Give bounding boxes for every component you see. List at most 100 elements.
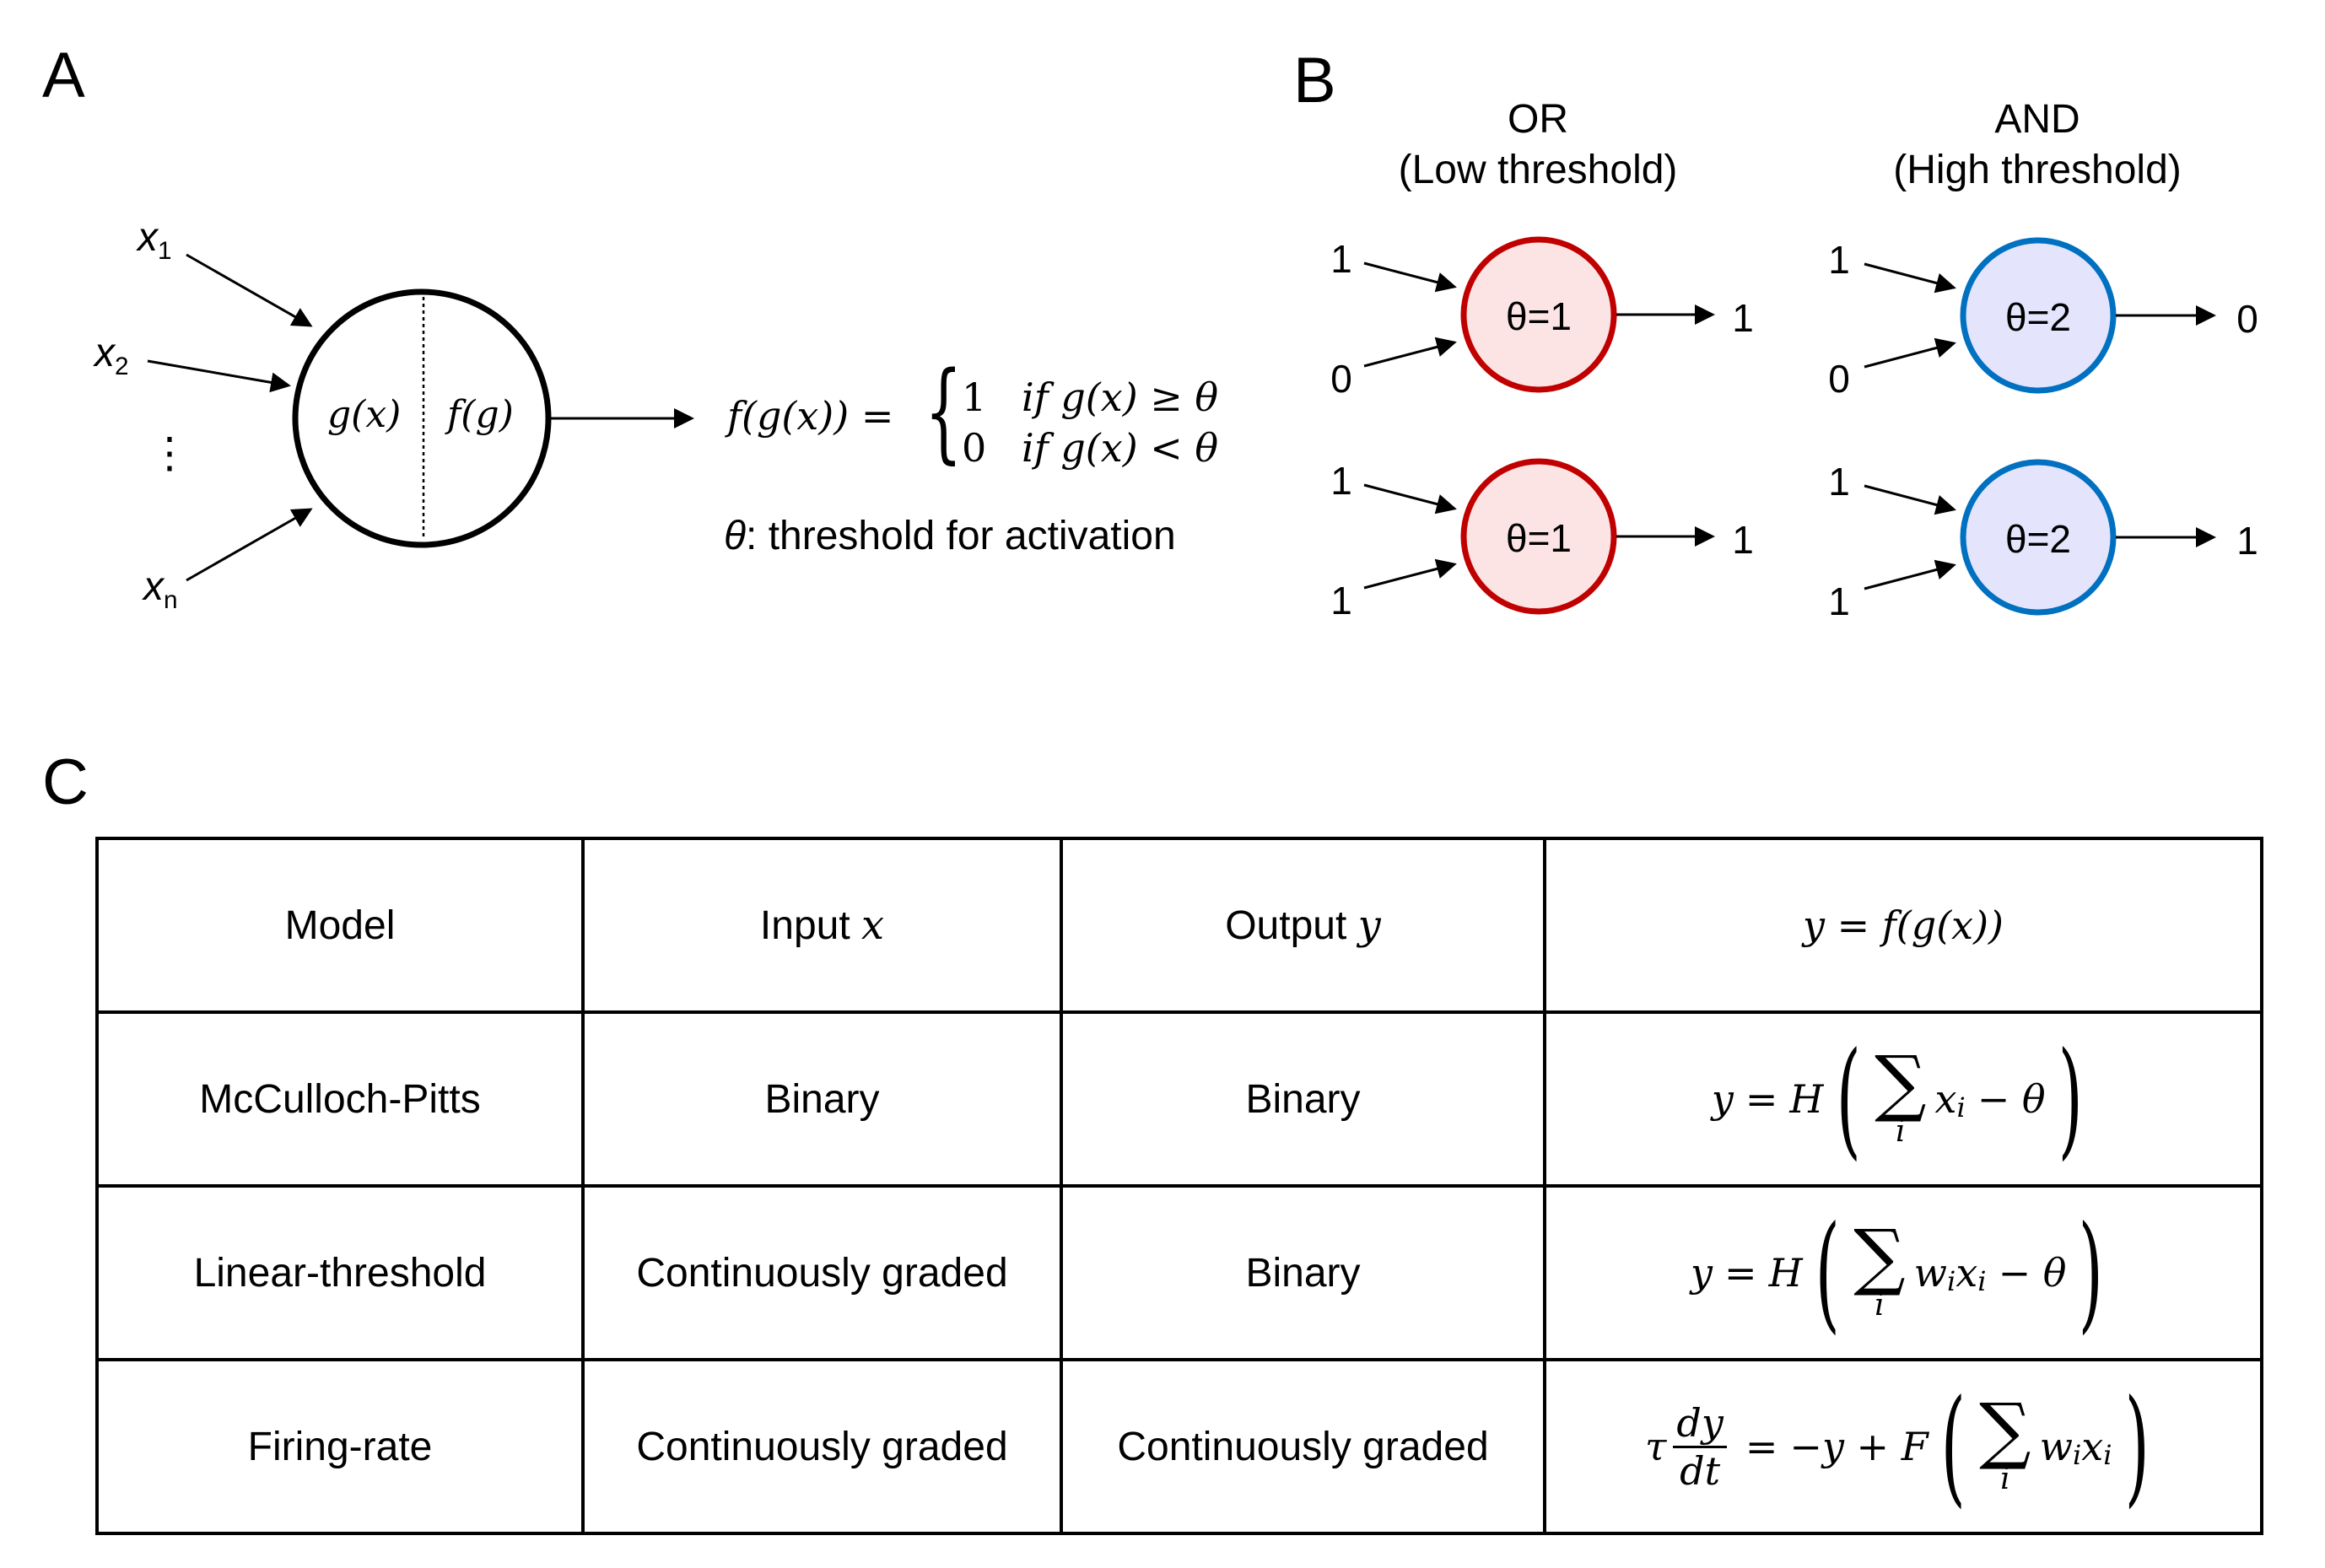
activation-lhs: f(g(x)) = bbox=[727, 393, 894, 439]
or-node-circle bbox=[1460, 458, 1617, 615]
input-arrow-x1 bbox=[186, 253, 313, 327]
header-output-var: y bbox=[1357, 902, 1381, 949]
or1-threshold: θ=1 bbox=[1505, 294, 1572, 338]
theta-symbol: θ bbox=[724, 514, 747, 558]
left-paren: ( bbox=[1836, 1026, 1861, 1172]
or-gate-subtitle: (Low threshold) bbox=[1398, 148, 1678, 192]
table-header-row: Model Input x Output y y = f(g(x)) bbox=[95, 837, 2263, 1014]
panel-a-neuron bbox=[147, 253, 694, 582]
heaviside-fn: H bbox=[1789, 1076, 1824, 1122]
and2-input-arrow-bottom bbox=[1864, 559, 1956, 590]
input-var: x bbox=[94, 331, 115, 375]
or1-input-top: 1 bbox=[1330, 237, 1352, 281]
input-arrow-xn bbox=[186, 508, 313, 582]
and2-input-top: 1 bbox=[1828, 460, 1850, 504]
input-subscript: n bbox=[164, 586, 178, 615]
heaviside-fn: H bbox=[1768, 1250, 1803, 1296]
header-input: Input x bbox=[581, 837, 1063, 1014]
and-gate-example-1 bbox=[1864, 237, 2216, 394]
header-output-text: Output bbox=[1225, 903, 1358, 948]
or1-output: 1 bbox=[1732, 296, 1754, 340]
and1-threshold: θ=2 bbox=[2004, 295, 2072, 339]
header-input-text: Input bbox=[759, 903, 861, 948]
fraction-denominator: dt bbox=[1680, 1447, 1721, 1494]
or-gate-example-2 bbox=[1363, 458, 1715, 615]
neuron-circle bbox=[292, 288, 552, 548]
or-node-circle bbox=[1460, 236, 1617, 393]
and1-input-arrow-bottom bbox=[1864, 337, 1956, 369]
term-x-sub: i bbox=[2103, 1438, 2112, 1471]
and1-input-top: 1 bbox=[1828, 238, 1850, 282]
case-1-value: 1 bbox=[962, 374, 987, 420]
or2-input-bottom: 1 bbox=[1330, 579, 1352, 622]
summation: ∑i bbox=[1853, 1215, 1906, 1323]
cases-brace: { bbox=[925, 349, 963, 475]
term-x-sub: i bbox=[1956, 1091, 1966, 1123]
or2-output: 1 bbox=[1732, 518, 1754, 562]
sigma-icon: ∑ bbox=[1853, 1215, 1906, 1300]
summation: ∑i bbox=[1875, 1047, 1926, 1149]
cell-input: Continuously graded bbox=[581, 1184, 1063, 1361]
cell-input: Continuously graded bbox=[581, 1358, 1063, 1535]
or1-input-bottom: 0 bbox=[1330, 357, 1352, 401]
equals-sign: = bbox=[1745, 1424, 1778, 1469]
table-row: Firing-rate Continuously graded Continuo… bbox=[95, 1358, 2263, 1535]
case-0-value: 0 bbox=[962, 425, 987, 471]
input-label-x2: x2 bbox=[94, 331, 129, 380]
right-paren: ) bbox=[2079, 1199, 2104, 1346]
panel-a-label: A bbox=[42, 40, 85, 111]
and1-input-bottom: 0 bbox=[1828, 357, 1850, 401]
general-formula: y = f(g(x)) bbox=[1803, 902, 2004, 948]
sigma-icon: ∑ bbox=[1979, 1388, 2031, 1474]
equals-sign: = bbox=[1724, 1250, 1757, 1296]
cell-output: Continuously graded bbox=[1060, 1358, 1546, 1535]
inputs-ellipsis: ⋮ bbox=[148, 429, 191, 477]
header-model: Model bbox=[95, 837, 585, 1014]
left-paren: ( bbox=[1940, 1373, 1966, 1520]
cell-output: Binary bbox=[1060, 1184, 1546, 1361]
term-w: w bbox=[1913, 1250, 1948, 1296]
or1-input-arrow-top bbox=[1363, 261, 1457, 293]
header-output: Output y bbox=[1060, 837, 1546, 1014]
sum-index: i bbox=[1896, 1113, 1906, 1149]
minus-theta: − θ bbox=[1998, 1250, 2067, 1296]
and2-output: 1 bbox=[2236, 519, 2258, 563]
input-arrow-x2 bbox=[147, 359, 291, 393]
term-w-sub: i bbox=[2072, 1438, 2082, 1471]
neuron-models-table: Model Input x Output y y = f(g(x)) McCul… bbox=[95, 837, 2263, 1535]
panel-b-label: B bbox=[1293, 45, 1336, 116]
input-subscript: 2 bbox=[115, 353, 129, 381]
term-w-sub: i bbox=[1947, 1264, 1956, 1297]
formula-lhs: y bbox=[1691, 1250, 1713, 1296]
or2-input-arrow-bottom bbox=[1363, 558, 1457, 590]
summation: ∑i bbox=[1979, 1388, 2031, 1494]
panel-c-label: C bbox=[42, 746, 89, 818]
and1-input-arrow-top bbox=[1864, 262, 1956, 294]
term-x: x bbox=[1934, 1076, 1957, 1122]
term-x-sub: i bbox=[1977, 1264, 1987, 1297]
input-label-xn: xn bbox=[143, 564, 178, 613]
fraction-numerator: dy bbox=[1673, 1404, 1727, 1448]
and1-output: 0 bbox=[2236, 297, 2258, 341]
minus-theta: − θ bbox=[1977, 1076, 2046, 1122]
formula-rhs: −y + F bbox=[1789, 1424, 1929, 1469]
or-gate-example-1 bbox=[1363, 236, 1715, 393]
right-paren: ) bbox=[2058, 1026, 2083, 1172]
table-row: McCulloch-Pitts Binary Binary y = H ( ∑i… bbox=[95, 1010, 2263, 1188]
neuron-sum-function: g(x) bbox=[327, 393, 402, 436]
cell-model: Firing-rate bbox=[95, 1358, 585, 1535]
header-input-var: x bbox=[861, 902, 885, 949]
and-gate-subtitle: (High threshold) bbox=[1893, 148, 2182, 192]
term-w: w bbox=[2039, 1424, 2073, 1469]
input-subscript: 1 bbox=[158, 237, 172, 266]
cell-model: McCulloch-Pitts bbox=[95, 1010, 585, 1188]
input-var: x bbox=[143, 564, 164, 609]
sum-index: i bbox=[1875, 1287, 1885, 1323]
